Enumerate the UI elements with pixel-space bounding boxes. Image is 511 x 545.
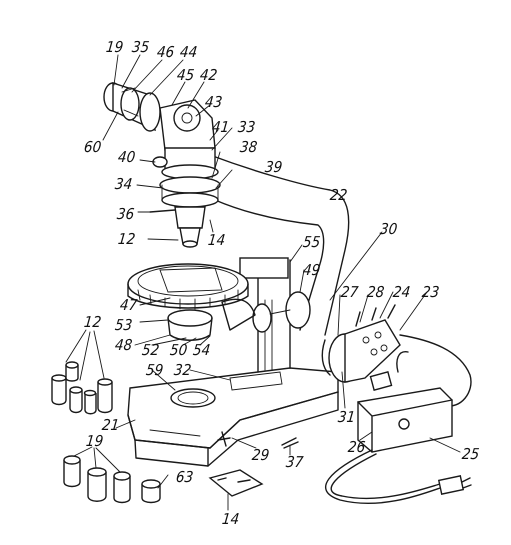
label-14-top: 14 [207,231,227,249]
label-43: 43 [204,93,224,111]
label-48: 48 [114,336,134,354]
label-32: 32 [173,361,193,379]
label-41: 41 [211,118,231,136]
label-19: 19 [105,38,125,56]
label-23: 23 [421,283,441,301]
label-63: 63 [175,468,195,486]
power-supply [357,371,453,453]
objectives-set [51,329,113,415]
eyepieces-set [63,446,161,504]
label-54: 54 [192,341,212,359]
label-38: 38 [239,138,259,156]
power-cables [325,351,472,504]
label-47: 47 [119,296,139,314]
microscope-stage [127,263,311,341]
label-34: 34 [114,175,134,193]
microscope-head [103,82,221,248]
label-52: 52 [141,341,161,359]
label-28: 28 [366,283,386,301]
label-24: 24 [392,283,412,301]
label-53: 53 [114,316,134,334]
microscope-base [127,367,339,467]
label-25: 25 [461,445,481,463]
label-29: 29 [251,446,271,464]
label-33: 33 [237,118,257,136]
label-12-top: 12 [117,230,137,248]
label-59: 59 [145,361,165,379]
label-60: 60 [83,138,103,156]
label-35: 35 [131,38,151,56]
label-42: 42 [199,66,219,84]
label-22: 22 [329,186,349,204]
label-21: 21 [101,416,121,434]
lamp-housing [321,304,472,407]
label-36: 36 [116,205,136,223]
label-39: 39 [264,158,284,176]
label-49: 49 [302,261,322,279]
label-14-bottom: 14 [221,510,241,528]
label-31: 31 [337,408,357,426]
label-44: 44 [179,43,199,61]
label-19-bottom: 19 [85,432,105,450]
label-50: 50 [169,341,189,359]
microscope-arm [209,154,350,373]
label-40: 40 [117,148,137,166]
label-12-left: 12 [83,313,103,331]
label-27: 27 [340,283,360,301]
label-55: 55 [302,233,322,251]
label-45: 45 [176,66,196,84]
label-26: 26 [347,438,367,456]
leader-lines [102,54,461,511]
label-30: 30 [379,220,399,238]
label-37: 37 [285,453,305,471]
small-accessories [208,437,299,497]
label-46: 46 [156,43,176,61]
